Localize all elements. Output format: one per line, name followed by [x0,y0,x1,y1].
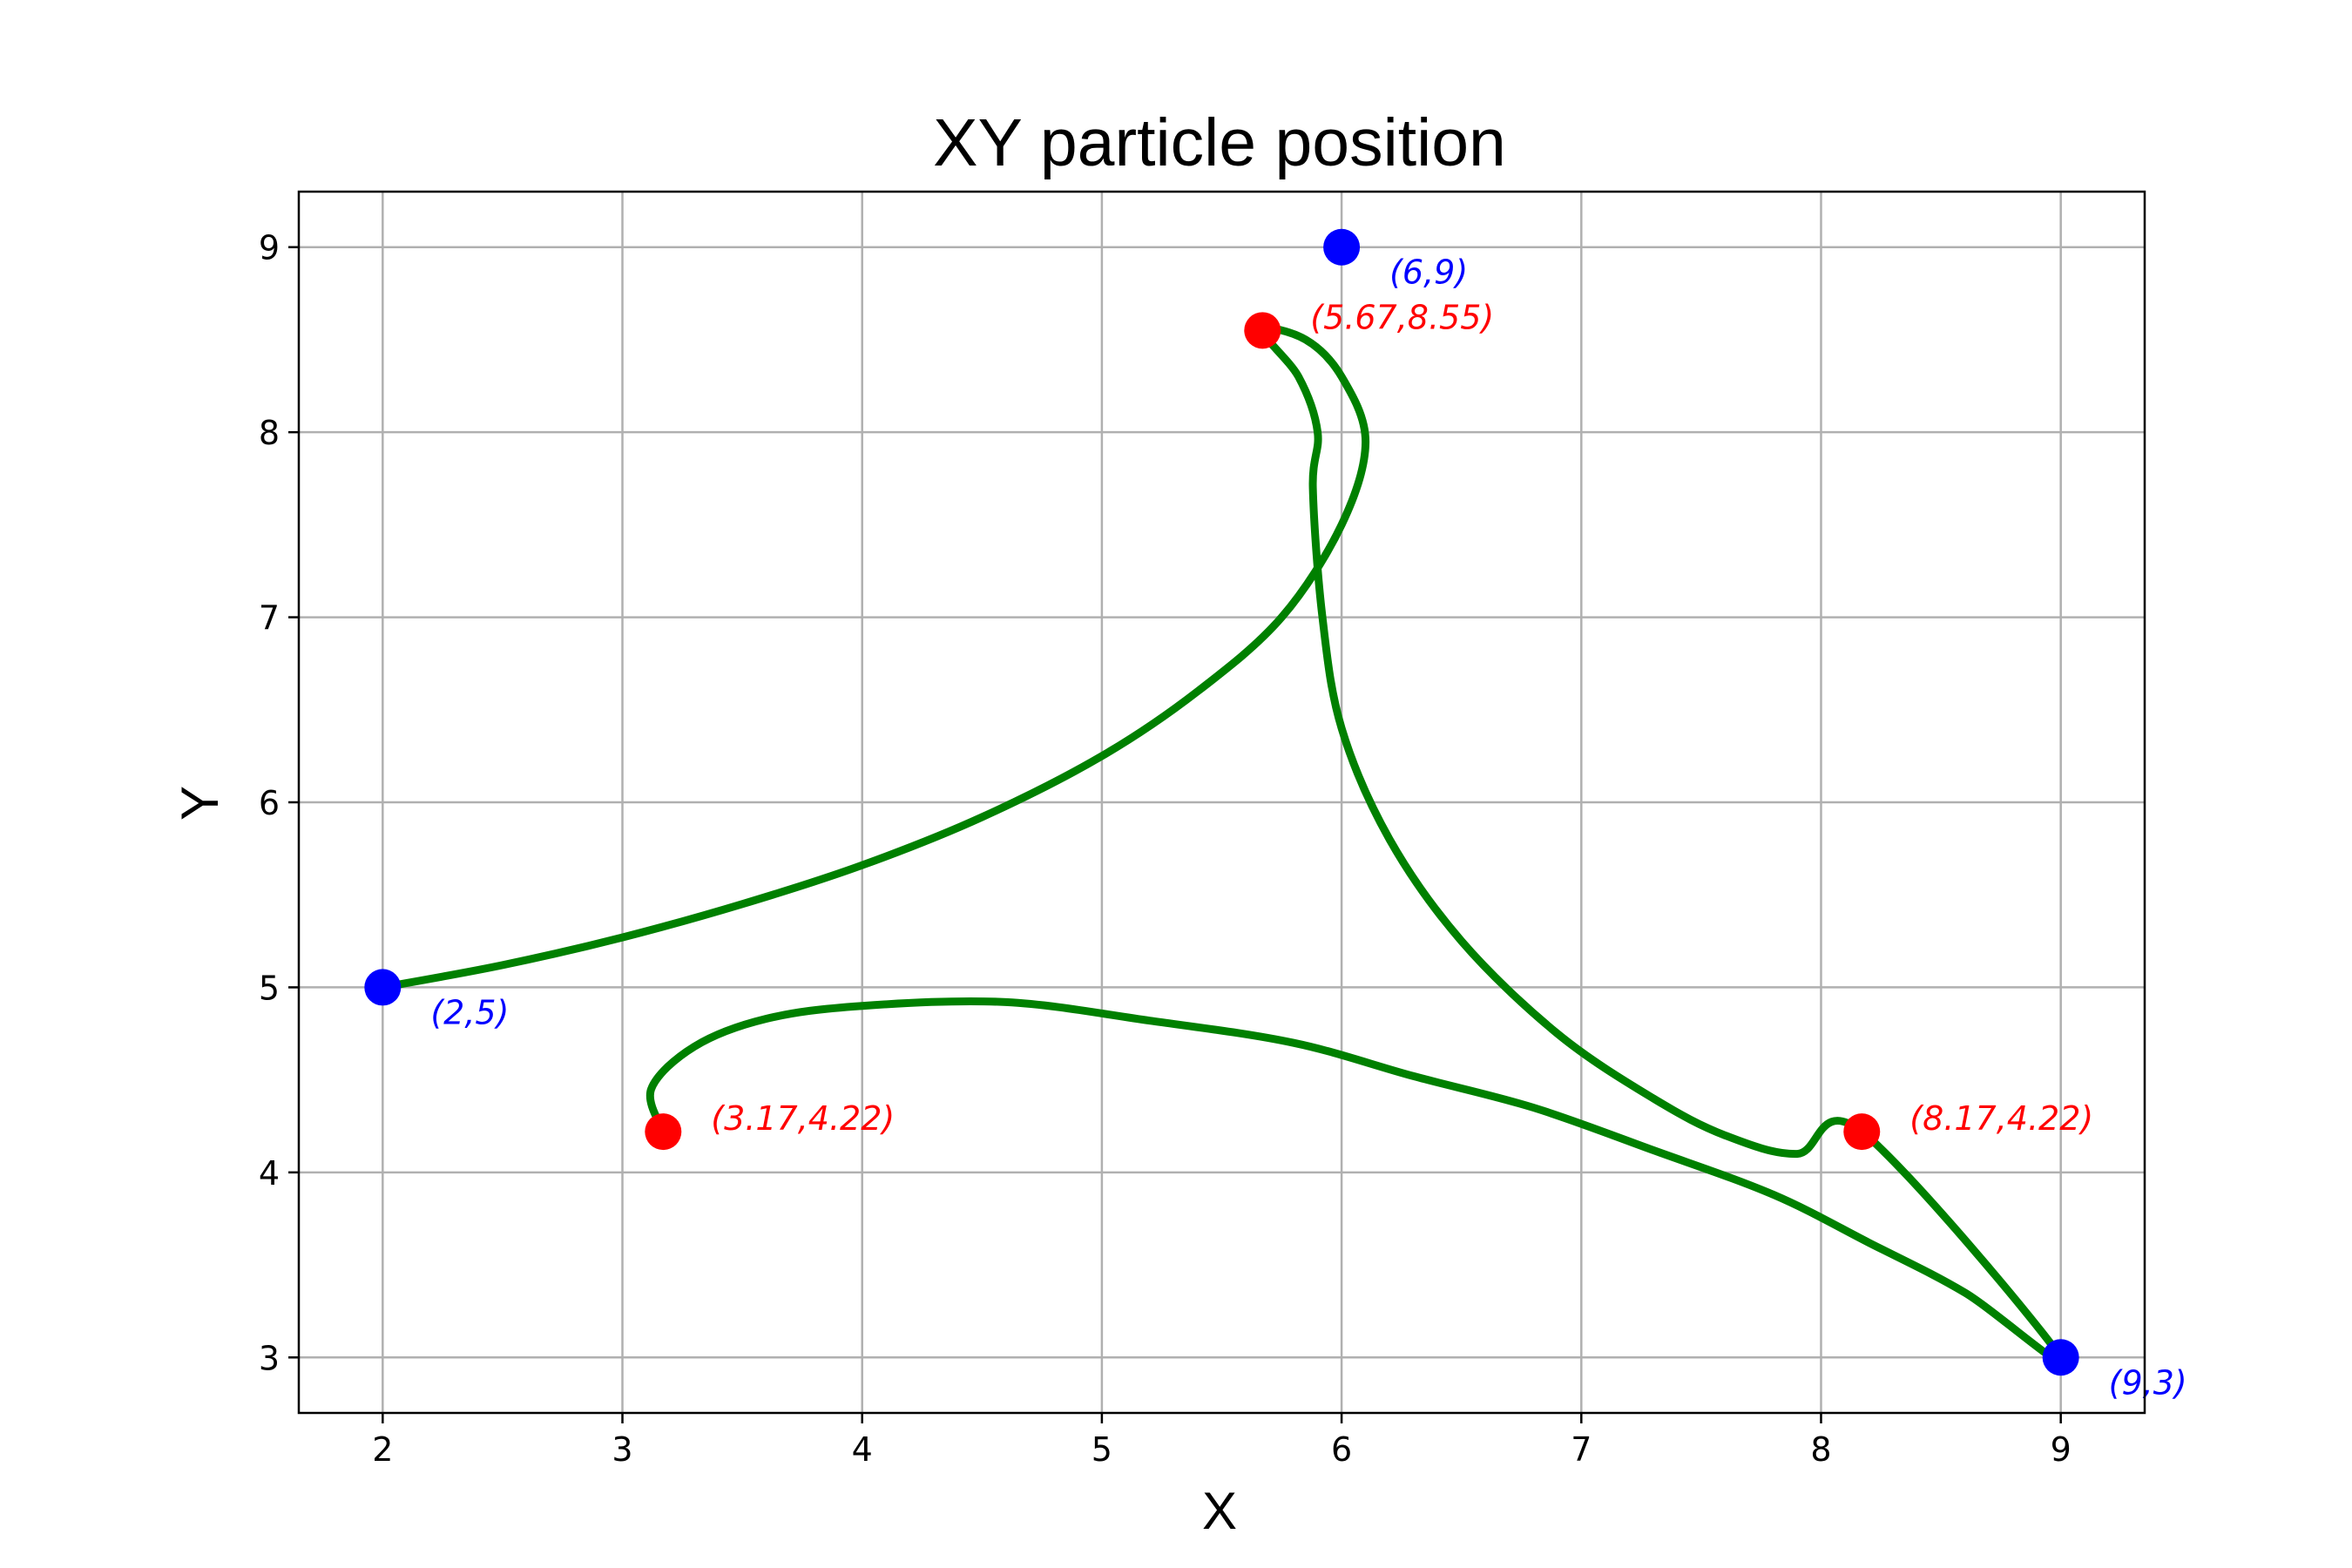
x-tick-label: 7 [1571,1430,1592,1469]
x-tick-label: 3 [612,1430,632,1469]
chart-title: XY particle position [933,105,1506,180]
y-tick-label: 5 [259,969,280,1007]
red-point [645,1113,682,1151]
red-point [1244,312,1281,349]
y-tick-label: 6 [259,784,280,822]
x-tick-label: 8 [1810,1430,1831,1469]
point-labels: (2,5) (6,9) (9,3) (5.67,8.55) (3.17,4.22) (8.… [430,253,2186,1402]
blue-point-label: (6,9) [1389,253,1468,292]
blue-point-label: (9,3) [2109,1363,2187,1402]
y-tick-label: 8 [259,414,280,452]
x-tick-label: 6 [1331,1430,1352,1469]
grid [299,192,2145,1413]
red-point-label: (8.17,4.22) [1909,1099,2093,1138]
trajectory [378,324,2067,1368]
trajectory-line [378,324,2067,1368]
y-axis-label: Y [171,786,229,821]
x-tick-label: 2 [372,1430,393,1469]
points [364,228,2079,1376]
axis-ticks: 2 3 4 5 6 7 8 9 3 4 5 6 7 8 9 [259,229,2072,1469]
red-point [1843,1113,1881,1151]
blue-point-label: (2,5) [430,993,509,1031]
y-tick-label: 4 [259,1154,280,1193]
x-tick-label: 5 [1092,1430,1112,1469]
y-tick-label: 7 [259,599,280,638]
x-tick-label: 4 [852,1430,873,1469]
blue-point [2042,1339,2079,1376]
x-axis-label: X [1202,1482,1237,1540]
red-point-label: (3.17,4.22) [711,1099,895,1138]
blue-point [1323,228,1361,266]
y-tick-label: 9 [259,229,280,267]
y-tick-label: 3 [259,1339,280,1377]
x-tick-label: 9 [2051,1430,2072,1469]
blue-point [364,969,402,1006]
red-point-label: (5.67,8.55) [1310,298,1494,336]
